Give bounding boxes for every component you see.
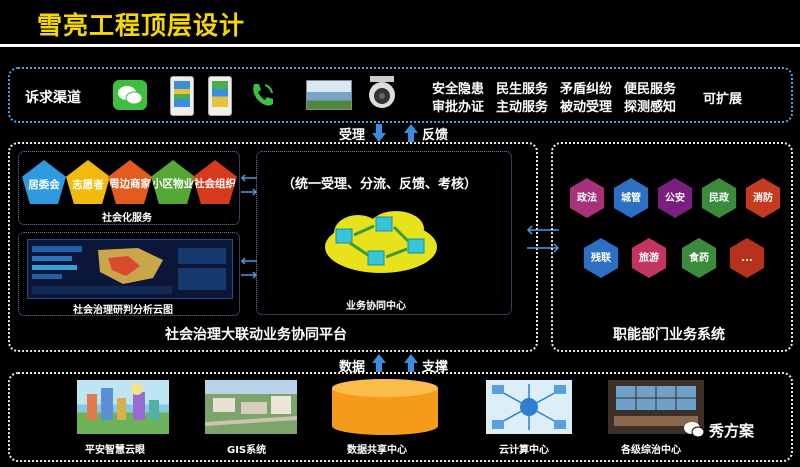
command-center-image: [608, 380, 704, 434]
bottom-item-label: 数据共享中心: [347, 445, 407, 456]
service-label: 探测感知: [624, 100, 677, 115]
feedback-label: 反馈: [422, 128, 449, 143]
social-caption: 社会化服务: [102, 213, 152, 224]
title-divider: [0, 44, 800, 47]
bidirectional-arrow-icon: [240, 255, 258, 283]
bottom-item-label: 各级综治中心: [621, 445, 681, 456]
camera-icon: [365, 74, 399, 112]
database-cylinder-icon: [330, 378, 440, 436]
phone-icon: [248, 80, 276, 110]
center-headline: （统一受理、分流、反馈、考核）: [282, 177, 478, 192]
platform-label: 社会治理大联动业务协同平台: [165, 327, 347, 343]
cloud-analysis-panel: [18, 232, 240, 316]
collaboration-cloud-icon: [322, 209, 440, 277]
service-label: 安全隐患: [432, 82, 485, 97]
wechat-logo-icon: [683, 420, 705, 440]
service-label: 主动服务: [496, 100, 549, 115]
channel-label: 诉求渠道: [25, 90, 81, 106]
support-label: 支撑: [422, 360, 449, 375]
bidirectional-arrow-icon: [240, 172, 258, 200]
center-caption: 业务协同中心: [346, 301, 406, 312]
down-arrow-icon: [372, 124, 386, 142]
bottom-item-label: 云计算中心: [499, 445, 549, 456]
page-title: 雪亮工程顶层设计: [37, 11, 246, 40]
cloud-computing-image: [486, 380, 572, 434]
cloud-caption: 社会治理研判分析云图: [73, 305, 173, 316]
data-label: 数据: [339, 360, 366, 375]
watermark-text: 秀方案: [709, 422, 755, 440]
infrastructure-box: [8, 372, 793, 462]
channel-bar: [8, 67, 793, 123]
departments-label: 职能部门业务系统: [613, 327, 725, 343]
service-label: 民生服务: [496, 82, 549, 97]
analysis-dashboard: [27, 239, 233, 299]
collaboration-center-panel: [256, 151, 512, 315]
mobile-app-icon: [170, 76, 194, 116]
smart-cloud-eye-image: [77, 380, 169, 434]
bottom-item-label: GIS系统: [227, 445, 267, 456]
service-label: 便民服务: [624, 82, 677, 97]
platform-box: [8, 142, 538, 352]
web-portal-icon: [306, 80, 352, 110]
service-label: 矛盾纠纷: [560, 82, 613, 97]
mobile-app-icon-2: [208, 76, 232, 116]
bottom-item-label: 平安智慧云眼: [85, 445, 145, 456]
service-label: 被动受理: [560, 100, 613, 115]
up-arrow-icon: [404, 124, 418, 142]
social-service-panel: [18, 151, 240, 225]
gis-system-image: [204, 380, 298, 434]
up-arrow-icon: [372, 354, 386, 372]
up-arrow-icon: [404, 354, 418, 372]
departments-box: [551, 142, 793, 352]
service-label: 审批办证: [432, 100, 485, 115]
wechat-icon: [113, 80, 147, 110]
accept-label: 受理: [339, 128, 366, 143]
extensible-label: 可扩展: [703, 92, 743, 107]
